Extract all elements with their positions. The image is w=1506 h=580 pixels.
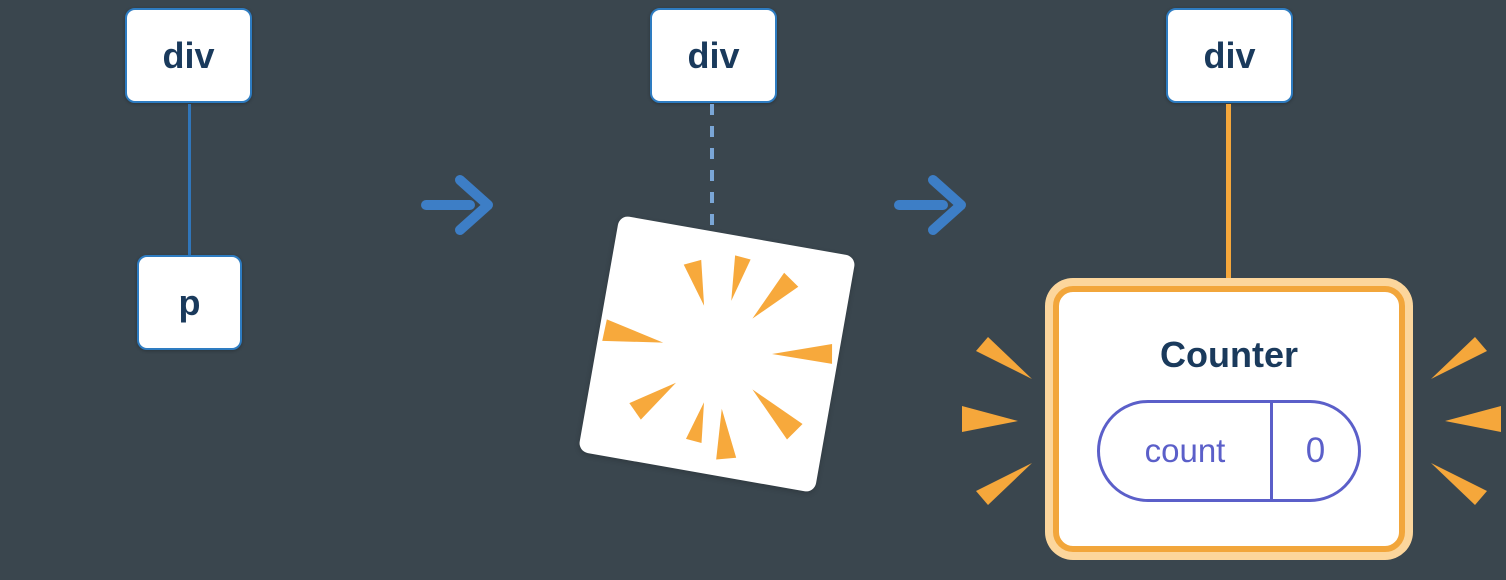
state-key-label: count <box>1144 432 1226 469</box>
tree-node-p: p <box>137 255 242 350</box>
tree-node-div-before: div <box>125 8 252 103</box>
edge-div-to-p <box>188 104 191 255</box>
counter-component-box: Counter count 0 <box>1053 286 1405 552</box>
destroyed-node-card <box>577 214 857 494</box>
tree-node-div-during: div <box>650 8 777 103</box>
sparkle-burst-right-icon <box>1431 337 1501 505</box>
state-pill: count 0 <box>1097 400 1361 502</box>
sparkle-burst-left-icon <box>962 337 1032 505</box>
poof-burst-icon <box>602 255 833 460</box>
edge-dashed-detached <box>710 104 714 234</box>
right-arrow-icon <box>894 175 966 235</box>
right-arrow-icon <box>421 175 493 235</box>
component-name-label: Counter <box>1160 334 1298 375</box>
state-value-label: 0 <box>1270 403 1358 499</box>
tree-node-div-after: div <box>1166 8 1293 103</box>
edge-div-to-counter <box>1226 104 1231 288</box>
